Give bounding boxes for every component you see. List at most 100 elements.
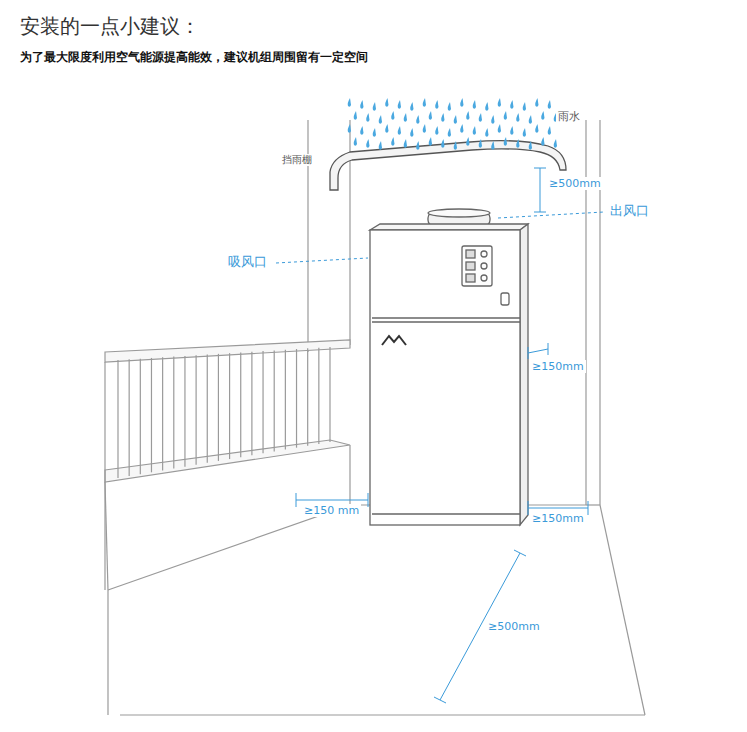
rain-drop	[366, 139, 369, 148]
drawing-stroke	[466, 262, 475, 270]
rain-drop	[491, 141, 494, 150]
drawing-stroke	[276, 258, 368, 263]
rain-drop	[504, 137, 507, 146]
rain-drop	[435, 126, 438, 135]
drawing-stroke	[528, 347, 529, 359]
drawing-stroke	[105, 340, 350, 362]
rain-drop	[485, 128, 488, 137]
rain-drop	[491, 115, 494, 124]
rain-drop	[391, 111, 394, 120]
rain-drop	[479, 139, 482, 148]
rain-drop	[454, 141, 457, 150]
rain-drop	[473, 100, 476, 109]
intake-label: 吸风口	[226, 254, 269, 270]
rain-drop	[441, 139, 444, 148]
rain-drop	[460, 98, 463, 107]
rain-drop	[523, 128, 526, 137]
drawing-stroke	[108, 505, 350, 590]
rain-drop	[535, 124, 538, 133]
railing-bar	[318, 348, 319, 444]
canopy-label: 挡雨棚	[280, 154, 314, 166]
rain-drop	[354, 137, 357, 146]
rain-drop	[548, 126, 551, 135]
drawing-stroke	[481, 263, 487, 269]
rain-drop	[498, 124, 501, 133]
rain-drop	[429, 137, 432, 146]
drawing-stroke	[372, 317, 520, 318]
railing-bar	[251, 352, 252, 455]
rain-drop	[410, 128, 413, 137]
rain-drop	[385, 124, 388, 133]
drawing-stroke	[466, 250, 475, 258]
drawing-stroke	[330, 141, 566, 190]
drawing-stroke	[528, 349, 548, 353]
room-walls	[108, 120, 645, 715]
rain-drop	[466, 111, 469, 120]
rain-drop	[354, 111, 357, 120]
rain-drop	[523, 102, 526, 111]
dimension-label: ≥500mm	[547, 177, 603, 190]
railing-bar	[307, 348, 308, 445]
railing-bar	[296, 349, 297, 448]
rain-drop	[416, 141, 419, 150]
railing-bar	[196, 355, 197, 465]
rain-drop	[385, 98, 388, 107]
rain-drop	[398, 126, 401, 135]
rain-drop	[429, 111, 432, 120]
rain-drop	[348, 98, 351, 107]
drawing-stroke	[120, 714, 645, 715]
railing-bar	[151, 358, 152, 472]
rain-drop	[510, 100, 513, 109]
drawing-stroke	[540, 168, 541, 212]
drawing-stroke	[520, 224, 528, 525]
drawing-stroke	[466, 274, 475, 282]
rain-drop	[410, 102, 413, 111]
rain-drop	[529, 141, 532, 150]
drawing-stroke	[296, 493, 297, 507]
rain-drop	[448, 128, 451, 137]
drawing-stroke	[514, 550, 526, 556]
rain-drops	[348, 98, 557, 150]
rain-drop	[504, 111, 507, 120]
drawing-stroke	[105, 440, 350, 482]
rain-drop	[373, 102, 376, 111]
railing-bar	[240, 352, 241, 457]
rain-drop	[416, 115, 419, 124]
drawing-stroke	[382, 336, 406, 345]
railing-bar	[117, 360, 118, 478]
dimension-label: ≥150mm	[530, 512, 586, 525]
rain-drop	[379, 141, 382, 150]
railing-bar	[140, 359, 141, 475]
drawing-stroke	[349, 445, 350, 505]
drawing-stroke	[370, 230, 520, 525]
railing-bar	[229, 353, 230, 459]
drawing-stroke	[501, 293, 509, 305]
drawing-stroke	[548, 343, 549, 355]
drawing-stroke	[528, 508, 588, 509]
drawing-stroke	[498, 212, 604, 218]
rain-drop	[448, 102, 451, 111]
rain-drop	[423, 124, 426, 133]
rain-drop	[398, 100, 401, 109]
drawing-stroke	[600, 505, 645, 715]
subtitle-note: 为了最大限度利用空气能源提高能效，建议机组周围留有一定空间	[20, 50, 368, 64]
rain-drop	[498, 98, 501, 107]
dimension-lines	[276, 168, 604, 703]
drawing-stroke	[481, 275, 487, 281]
rain-drop	[529, 115, 532, 124]
outlet-label: 出风口	[608, 203, 651, 219]
rain-drop	[541, 111, 544, 120]
drawing-stroke	[428, 209, 490, 217]
page-title: 安装的一点小建议：	[20, 14, 200, 38]
rain-drop	[391, 137, 394, 146]
rain-drop	[466, 137, 469, 146]
railing-bar	[207, 355, 208, 463]
rain-canopy	[330, 141, 566, 190]
rain-drop	[379, 115, 382, 124]
drawing-stroke	[481, 251, 487, 257]
rain-drop	[479, 113, 482, 122]
dimension-label: ≥150mm	[530, 360, 586, 373]
drawing-stroke	[372, 513, 520, 514]
dimension-label: ≥150 mm	[302, 504, 361, 517]
drawing-stroke	[105, 482, 108, 590]
